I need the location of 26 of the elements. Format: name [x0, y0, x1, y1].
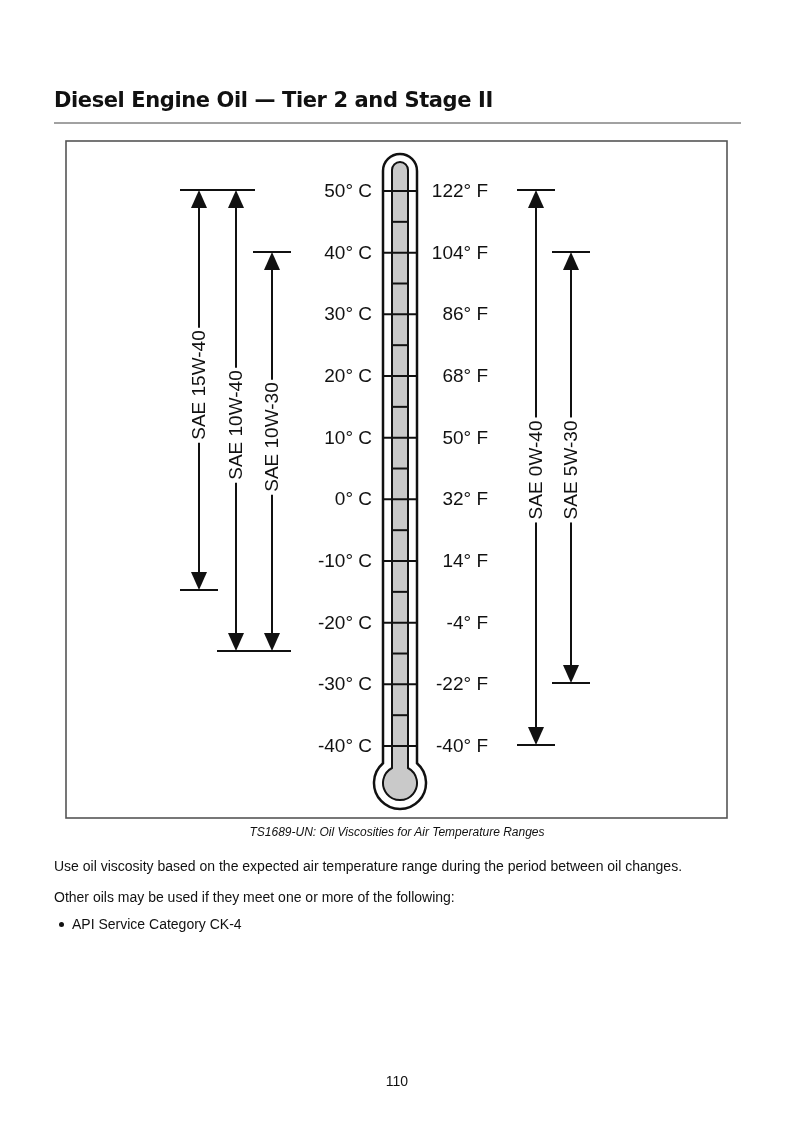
temperature-label: -4° F: [446, 612, 488, 634]
body-text: Other oils may be used if they meet one or more of the following:: [54, 889, 455, 905]
temperature-label: 14° F: [442, 550, 488, 572]
temperature-label: 86° F: [442, 303, 488, 325]
temperature-label: 50° F: [442, 427, 488, 449]
temperature-label: 10° C: [324, 427, 372, 449]
temperature-label: -40° C: [317, 735, 372, 757]
temperature-label: -40° F: [436, 735, 488, 757]
temperature-label: -30° C: [317, 673, 372, 695]
page-title: Diesel Engine Oil — Tier 2 and Stage II: [54, 88, 493, 112]
temperature-label: 50° C: [324, 180, 372, 202]
temperature-label: 122° F: [431, 180, 488, 202]
temperature-label: 104° F: [431, 242, 488, 264]
temperature-label: 0° C: [334, 488, 372, 510]
temperature-label: 32° F: [442, 488, 488, 510]
temperature-label: 20° C: [324, 365, 372, 387]
page-number: 110: [385, 1073, 409, 1089]
temperature-label: -22° F: [436, 673, 488, 695]
temperature-label: 30° C: [324, 303, 372, 325]
body-text: Use oil viscosity based on the expected air temperature range during the period between oil changes.: [54, 858, 683, 874]
figure-caption: TS1689-UN: Oil Viscosities for Air Temperature Ranges: [249, 825, 545, 839]
temperature-label: -10° C: [317, 550, 372, 572]
list-item: API Service Category CK-4: [72, 916, 242, 932]
temperature-label: 40° C: [324, 242, 372, 264]
temperature-label: -20° C: [317, 612, 372, 634]
temperature-label: 68° F: [442, 365, 488, 387]
